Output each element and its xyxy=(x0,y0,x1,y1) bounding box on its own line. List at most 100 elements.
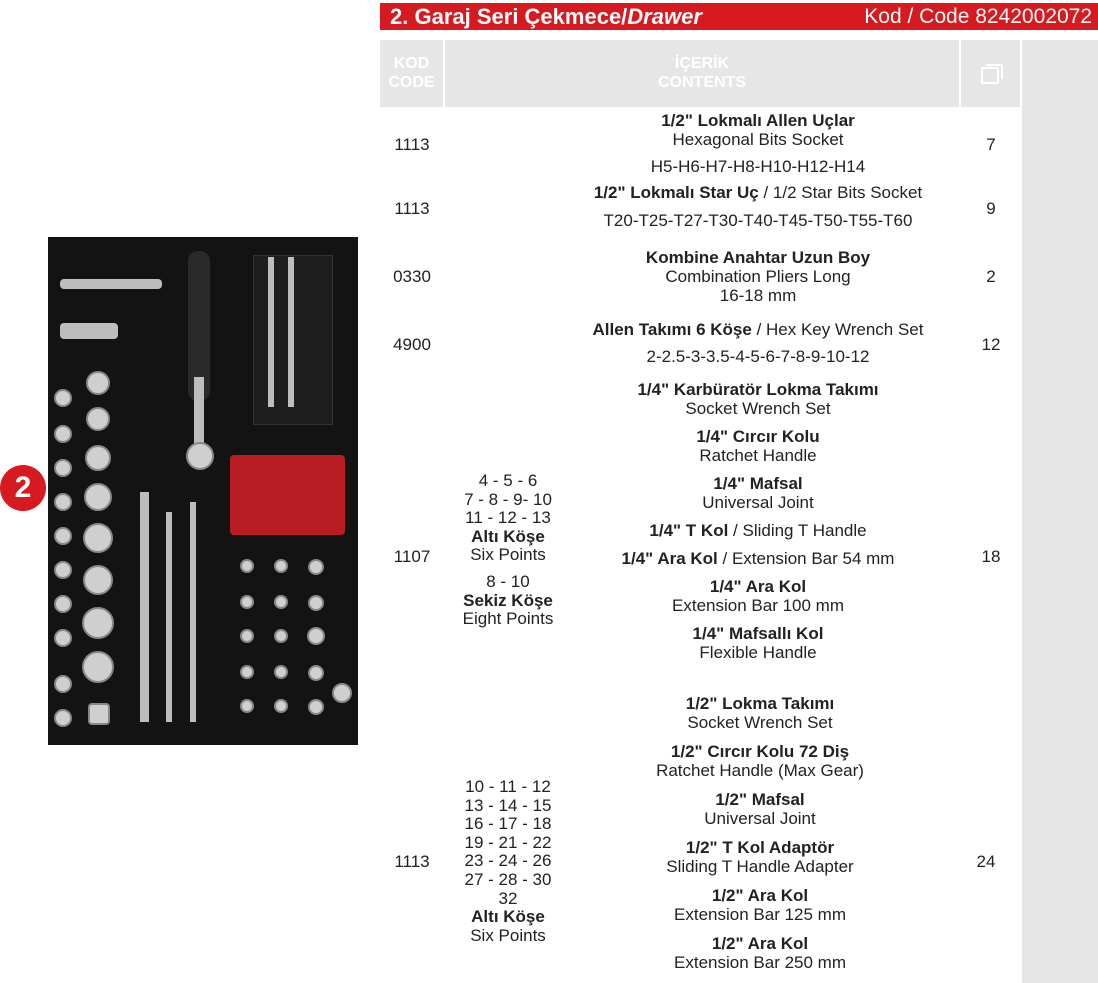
socket-image xyxy=(54,527,72,545)
flexible-handle-image xyxy=(288,257,294,407)
row-contents: 1/2" Lokmalı Star Uç / 1/2 Star Bits Soc… xyxy=(572,183,944,230)
small-socket-image xyxy=(308,595,324,611)
small-socket-image xyxy=(308,699,324,715)
row-code: 4900 xyxy=(393,335,431,354)
row-quantity: 9 xyxy=(986,199,996,218)
size-type-tr: Altı Köşe xyxy=(471,526,545,546)
item-title-tr: Allen Takımı 6 Köşe xyxy=(592,320,752,339)
size-values: 19 - 21 - 22 xyxy=(464,832,552,852)
item-spec: H5-H6-H7-H8-H10-H12-H14 xyxy=(650,157,866,176)
ratchet-head-image xyxy=(186,442,214,470)
small-socket-image xyxy=(307,627,325,645)
small-socket-image xyxy=(274,629,288,643)
size-values: 32 xyxy=(498,888,518,908)
section-badge: 2 xyxy=(0,465,46,511)
row-contents: 1/4" Karbüratör Lokma Takımı Socket Wren… xyxy=(572,380,944,662)
item-title-tr: 1/4" Ara Kol xyxy=(621,549,718,568)
item-title-tr: 1/4" Ara Kol xyxy=(709,577,807,596)
small-socket-image xyxy=(240,699,254,713)
socket-image xyxy=(54,561,72,579)
socket-image xyxy=(83,523,113,553)
extension-bar-image xyxy=(60,279,162,289)
item-title-en: / Sliding T Handle xyxy=(728,521,867,540)
item-title-en: Extension Bar 250 mm xyxy=(674,953,846,972)
socket-image xyxy=(82,607,114,639)
row-quantity: 18 xyxy=(981,547,1001,566)
item-title-tr: 1/2" T Kol Adaptör xyxy=(685,838,835,857)
row-code: 1107 xyxy=(393,547,431,566)
row-contents: Kombine Anahtar Uzun Boy Combination Pli… xyxy=(572,248,944,305)
item-title-tr: 1/4" T Kol xyxy=(649,521,729,540)
title-bar: 2. Garaj Seri Çekmece/Drawer Kod / Code … xyxy=(380,3,1098,30)
item-title-tr: 1/2" Lokmalı Star Uç xyxy=(593,183,759,202)
right-gray-column xyxy=(1022,40,1098,983)
combination-wrench-image-2 xyxy=(190,502,196,722)
row-quantity: 24 xyxy=(976,852,996,871)
size-type-en: Six Points xyxy=(470,925,546,945)
size-values: 10 - 11 - 12 xyxy=(465,777,551,796)
small-socket-image xyxy=(240,559,254,573)
socket-image xyxy=(54,675,72,693)
item-title-tr: 1/4" Mafsal xyxy=(713,474,803,493)
size-type-tr: Sekiz Köşe xyxy=(463,590,553,610)
row-sizes: 10 - 11 - 12 13 - 14 - 15 16 - 17 - 18 1… xyxy=(444,777,572,945)
row-quantity: 12 xyxy=(981,335,1001,354)
socket-image xyxy=(54,389,72,407)
size-values: 16 - 17 - 18 xyxy=(464,814,552,834)
item-title-en: Socket Wrench Set xyxy=(687,713,833,732)
drawer-tools-photo xyxy=(48,237,358,745)
socket-image xyxy=(54,459,72,477)
size-type-en: Six Points xyxy=(470,545,546,565)
small-socket-image xyxy=(240,665,254,679)
hex-key-set-image xyxy=(230,455,345,535)
table-row: 1113 1/2" Lokmalı Allen Uçlar Hexagonal … xyxy=(380,111,1022,181)
table-row: 1113 1/2" Lokmalı Star Uç / 1/2 Star Bit… xyxy=(380,183,1022,235)
item-title-tr: 1/2" Mafsal xyxy=(715,790,805,809)
item-title-tr: 1/2" Lokmalı Allen Uçlar xyxy=(661,111,855,130)
small-socket-image xyxy=(274,595,288,609)
small-socket-image xyxy=(274,665,288,679)
socket-image xyxy=(54,493,72,511)
item-title-en: Extension Bar 100 mm xyxy=(672,596,844,615)
socket-image xyxy=(86,371,110,395)
item-title-en: Extension Bar 125 mm xyxy=(674,905,846,924)
small-socket-image xyxy=(332,683,352,703)
item-title-tr: Kombine Anahtar Uzun Boy xyxy=(645,248,871,267)
row-code: 1113 xyxy=(394,199,430,218)
size-type-tr: Altı Köşe xyxy=(471,907,545,927)
row-contents: 1/2" Lokma Takımı Socket Wrench Set 1/2"… xyxy=(574,694,946,972)
item-title-en: Hexagonal Bits Socket xyxy=(672,130,844,149)
item-title-en: Ratchet Handle xyxy=(699,446,817,465)
item-title-en: Flexible Handle xyxy=(699,643,817,662)
row-contents: 1/2" Lokmalı Allen Uçlar Hexagonal Bits … xyxy=(572,111,944,176)
item-title-en: Universal Joint xyxy=(704,809,816,828)
size-values: 13 - 14 - 15 xyxy=(464,795,552,815)
table-row: 1113 10 - 11 - 12 13 - 14 - 15 16 - 17 -… xyxy=(380,694,1022,983)
table-row: 0330 Kombine Anahtar Uzun Boy Combinatio… xyxy=(380,248,1022,310)
small-socket-image xyxy=(308,559,324,575)
socket-image xyxy=(84,483,112,511)
table-row: 1107 4 - 5 - 6 7 - 8 - 9- 10 11 - 12 - 1… xyxy=(380,380,1022,670)
row-quantity: 7 xyxy=(986,135,996,154)
item-title-tr: 1/2" Ara Kol xyxy=(711,934,809,953)
socket-image xyxy=(82,651,114,683)
small-socket-image xyxy=(274,559,288,573)
size-values: 27 - 28 - 30 xyxy=(464,869,552,889)
size-values: 23 - 24 - 26 xyxy=(464,851,552,871)
page-title: 2. Garaj Seri Çekmece/Drawer xyxy=(390,4,702,29)
item-title-tr: 1/2" Ara Kol xyxy=(711,886,809,905)
small-socket-image xyxy=(308,665,324,681)
socket-image xyxy=(54,595,72,613)
quantity-column-header xyxy=(961,40,1020,107)
ratchet-handle-image xyxy=(188,251,210,401)
item-title-tr: 1/4" Mafsallı Kol xyxy=(692,624,824,643)
socket-image xyxy=(54,629,72,647)
row-code: 1113 xyxy=(394,135,430,154)
item-title-en: Combination Pliers Long xyxy=(665,267,851,286)
item-title-en: Socket Wrench Set xyxy=(685,399,831,418)
extension-bar-long-image xyxy=(140,492,149,722)
size-values: 8 - 10 xyxy=(486,571,530,591)
item-title-tr: 1/4" Cırcır Kolu xyxy=(696,427,820,446)
socket-image xyxy=(54,425,72,443)
